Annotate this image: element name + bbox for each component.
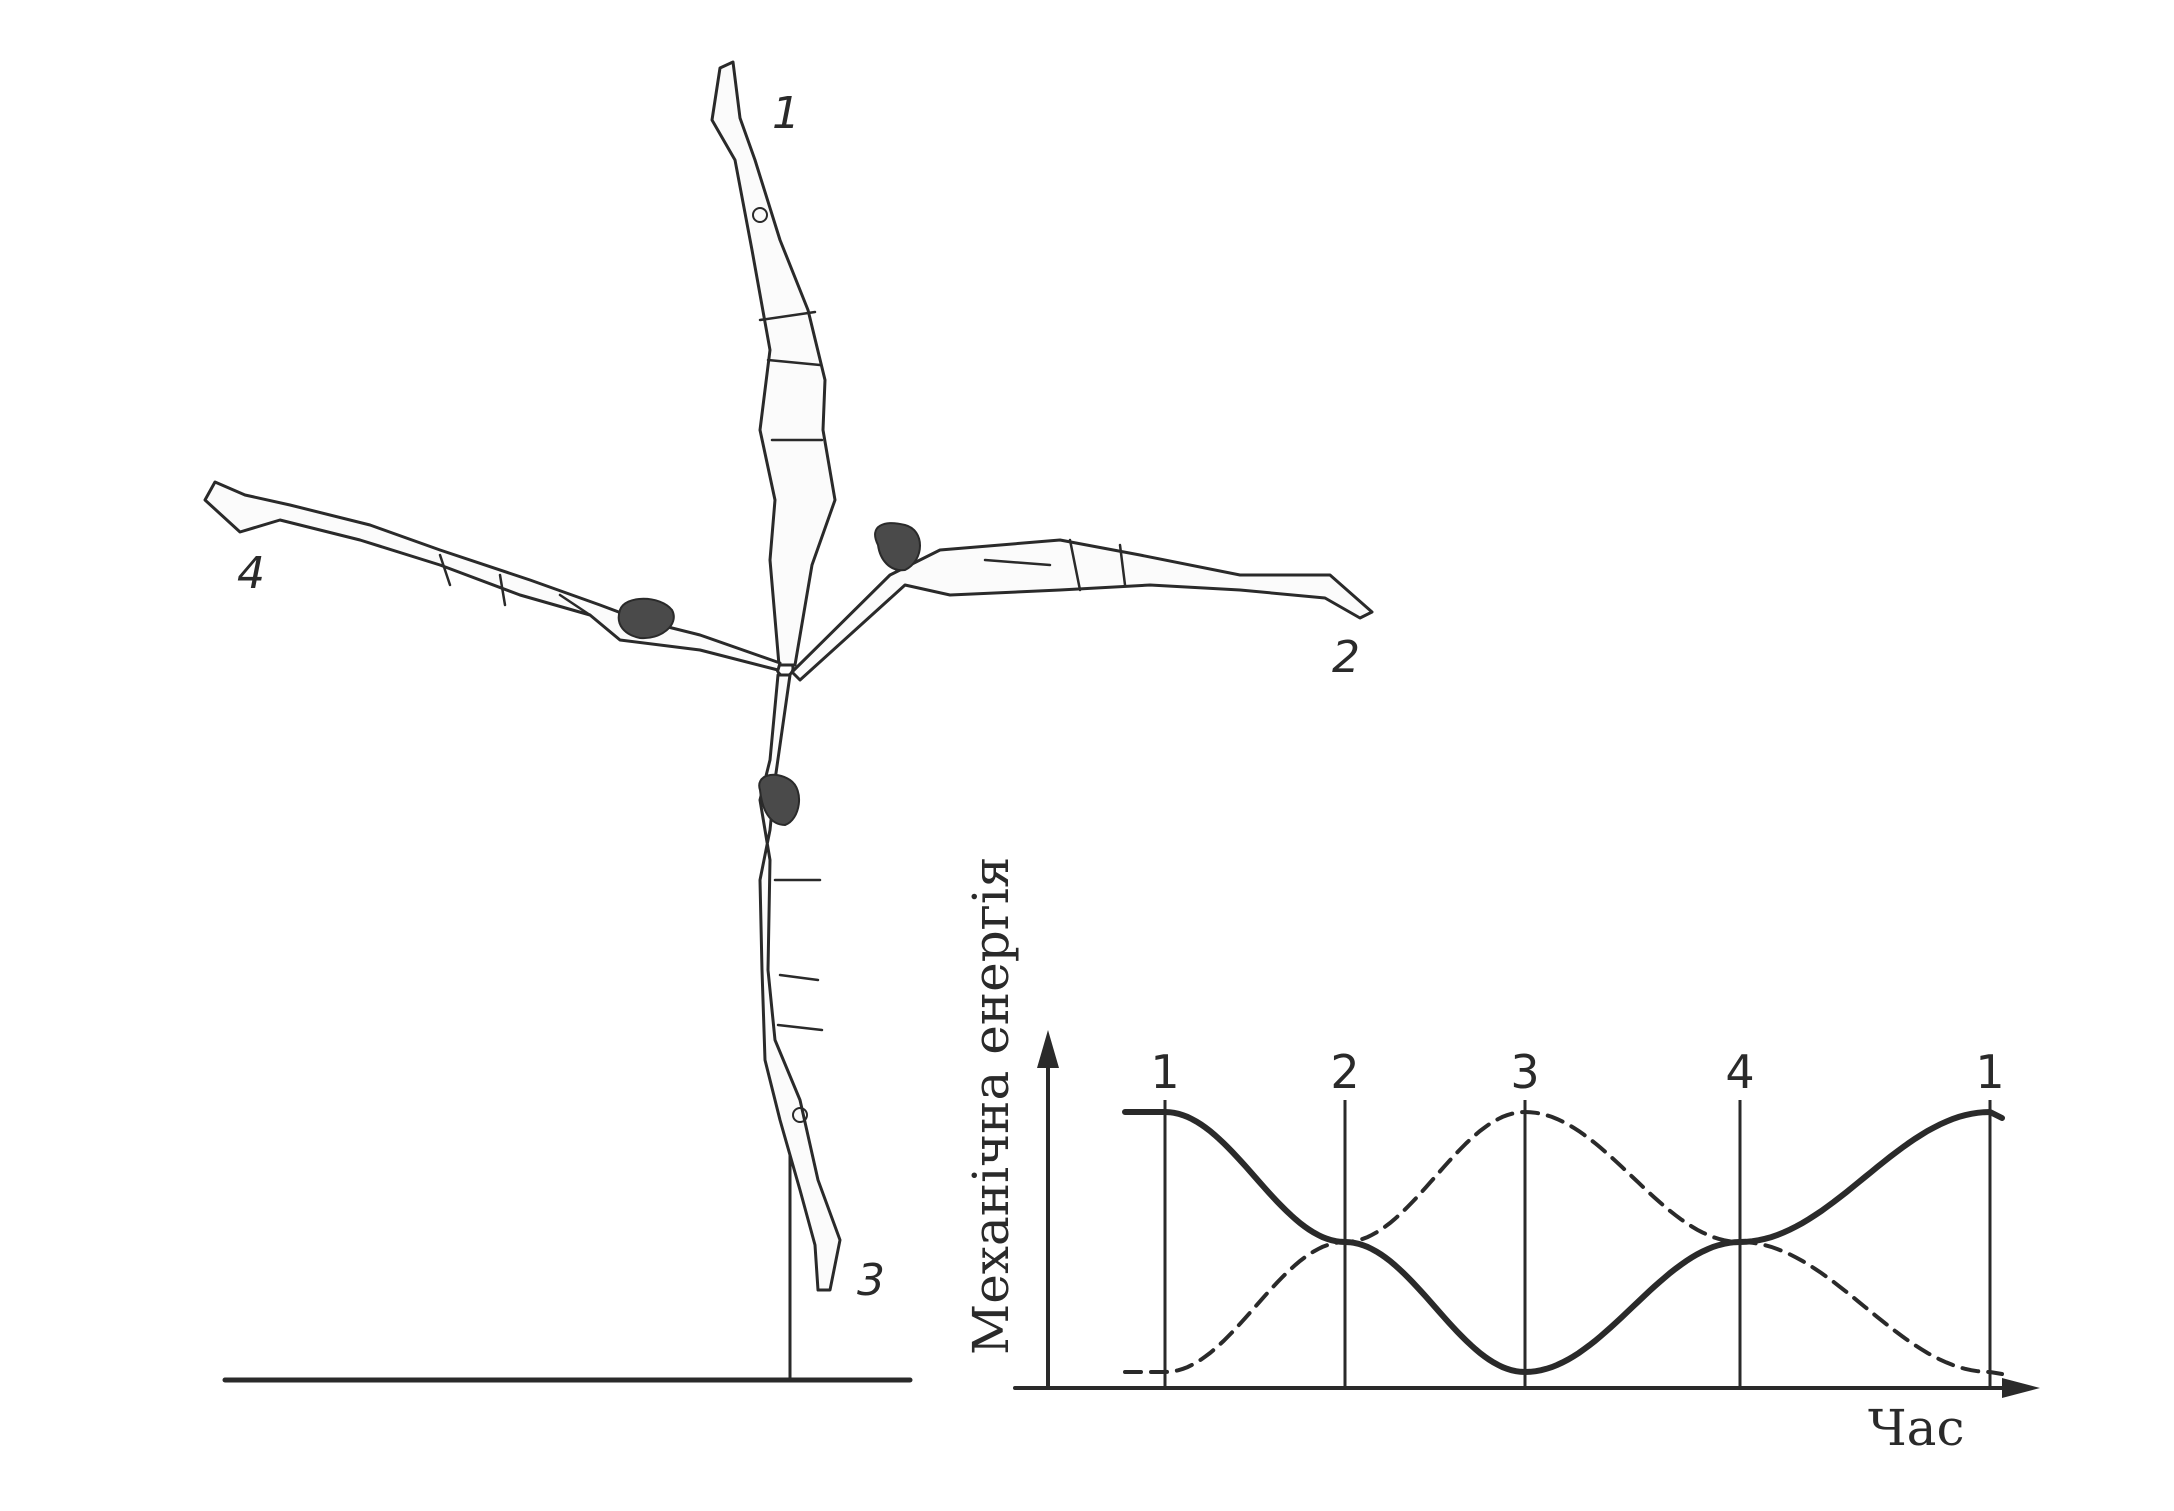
gymnast-position-4 bbox=[203, 480, 782, 672]
marker-label-2: 2 bbox=[1330, 1045, 1359, 1099]
gymnast-2-head bbox=[874, 522, 921, 572]
energy-curve-solid bbox=[1122, 1108, 2005, 1376]
gymnast-position-2 bbox=[790, 522, 1374, 682]
position-label-1: 1 bbox=[772, 88, 800, 139]
x-axis-label: Час bbox=[1868, 1399, 1964, 1457]
marker-label-5: 1 bbox=[1975, 1045, 2004, 1099]
position-markers: 1 2 3 4 1 bbox=[1150, 1045, 2005, 1388]
gymnast-position-3 bbox=[758, 673, 842, 1292]
y-axis-label: Механічна енергія bbox=[962, 857, 1020, 1355]
marker-label-4: 4 bbox=[1725, 1045, 1754, 1099]
gymnast-figure: 1 2 3 4 bbox=[203, 60, 1374, 1383]
energy-series bbox=[1122, 1108, 2005, 1376]
gymnast-position-1 bbox=[710, 60, 837, 667]
position-label-4: 4 bbox=[237, 548, 265, 599]
energy-chart: Механічна енергія Час 1 2 3 4 1 bbox=[962, 857, 2040, 1457]
y-axis-arrow bbox=[1037, 1030, 1059, 1068]
position-label-3: 3 bbox=[857, 1255, 885, 1306]
marker-label-1: 1 bbox=[1150, 1045, 1179, 1099]
position-label-2: 2 bbox=[1332, 632, 1360, 683]
x-axis-arrow bbox=[2002, 1378, 2040, 1398]
marker-label-3: 3 bbox=[1510, 1045, 1539, 1099]
energy-curve-dashed bbox=[1123, 1109, 2004, 1376]
